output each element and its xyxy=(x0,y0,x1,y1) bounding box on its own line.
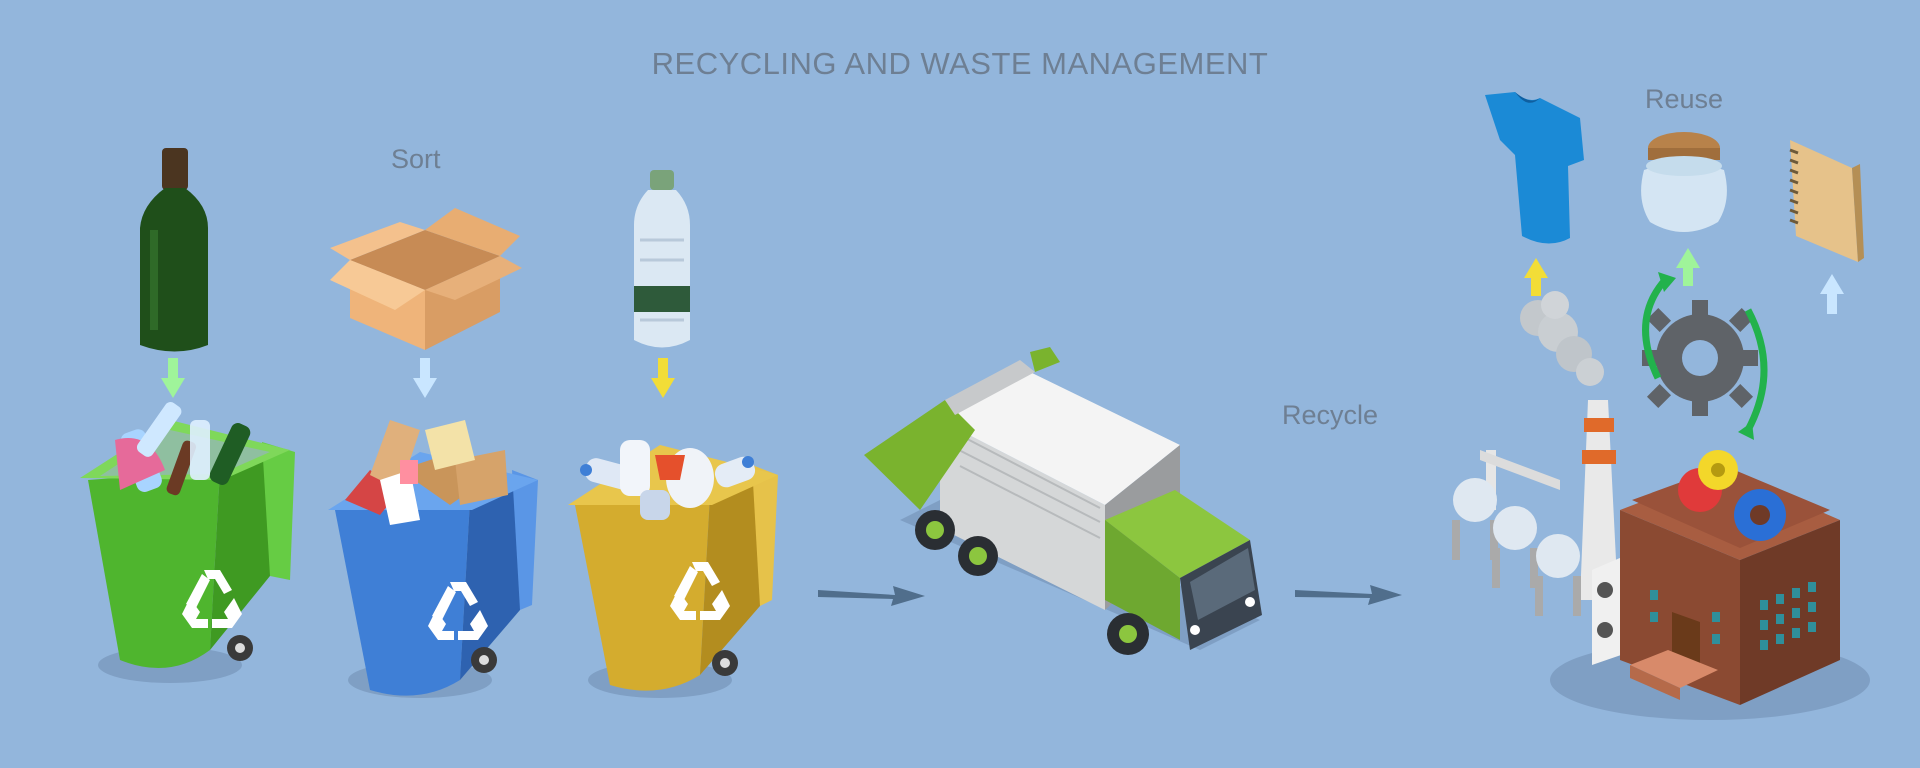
arrow-right xyxy=(818,586,925,606)
gears xyxy=(1678,450,1786,541)
step-label-reuse: Reuse xyxy=(1645,84,1724,114)
garbage-truck xyxy=(864,347,1262,655)
glass-bin xyxy=(80,402,295,683)
notebook-icon xyxy=(1789,140,1864,262)
wheel xyxy=(958,536,998,576)
wine-bottle xyxy=(140,148,208,352)
step-label-sort: Sort xyxy=(391,144,441,174)
page-title: RECYCLING AND WASTE MANAGEMENT xyxy=(651,46,1269,81)
gear-icon xyxy=(1642,300,1758,416)
window-grid xyxy=(1650,582,1816,650)
plastic-items xyxy=(580,440,756,520)
cycle-arrows xyxy=(1642,272,1768,440)
paper-items xyxy=(345,420,508,525)
smoke xyxy=(1520,291,1604,386)
cardboard-box xyxy=(330,208,522,350)
factory xyxy=(1452,291,1870,720)
arrow-down-glass xyxy=(161,358,185,398)
arrow-down-plastic xyxy=(651,358,675,398)
arrow-right xyxy=(1295,585,1402,605)
wheel xyxy=(1107,613,1149,655)
wheel xyxy=(915,510,955,550)
step-label-recycle: Recycle xyxy=(1282,400,1379,430)
paper-bin xyxy=(328,420,538,698)
arrow-up-jar xyxy=(1676,248,1700,286)
plastic-bin xyxy=(568,440,778,698)
t-shirt-icon xyxy=(1485,92,1584,244)
plastic-bottle xyxy=(634,170,690,348)
glass-items xyxy=(115,402,251,496)
arrow-up-notebook xyxy=(1820,274,1844,314)
arrow-down-paper xyxy=(413,358,437,398)
jar-icon xyxy=(1641,132,1727,232)
tank xyxy=(1452,478,1581,616)
arrow-up-shirt xyxy=(1524,258,1548,296)
